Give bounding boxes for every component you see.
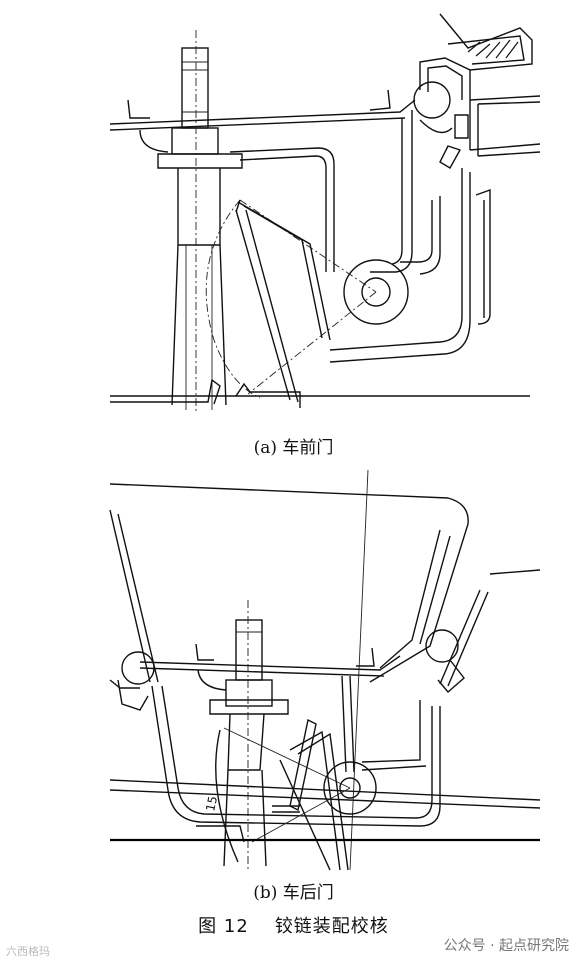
sill-line	[110, 378, 530, 408]
watermark-logo: 六西格玛	[6, 945, 50, 958]
rear-door-hinge-drawing: 15	[109, 470, 541, 870]
swing-envelope	[215, 718, 351, 870]
figure-title: 图 12 铰链装配校核	[0, 912, 587, 938]
seal-strip	[439, 13, 533, 71]
body-panel-upper	[109, 89, 416, 272]
door-outer-panel	[109, 483, 541, 809]
hinge-pin	[209, 619, 289, 867]
body-panel-upper	[139, 643, 401, 691]
figure-title-text: 铰链装配校核	[274, 916, 389, 937]
hinge-knuckle-right	[425, 629, 459, 663]
figure-number: 图 12	[198, 916, 249, 937]
hinge-pin	[157, 47, 243, 410]
caption-rear-door: (b) 车后门	[253, 883, 334, 903]
hinge-knuckle-upper	[413, 81, 451, 119]
sill-line	[110, 805, 540, 843]
hinge-knuckle-left	[121, 651, 155, 685]
front-door-hinge-drawing	[109, 13, 541, 412]
door-frame-right	[329, 57, 541, 363]
watermark-wechat: 公众号 · 起点研究院	[443, 938, 569, 954]
reference-line	[349, 470, 369, 870]
hinge-axis	[323, 761, 377, 815]
door-inner-panel	[151, 675, 441, 827]
caption-front-door: (a) 车前门	[253, 438, 334, 458]
dimension-label: 15	[203, 795, 220, 813]
hinge-axis	[343, 259, 409, 325]
swing-envelope	[205, 199, 377, 403]
